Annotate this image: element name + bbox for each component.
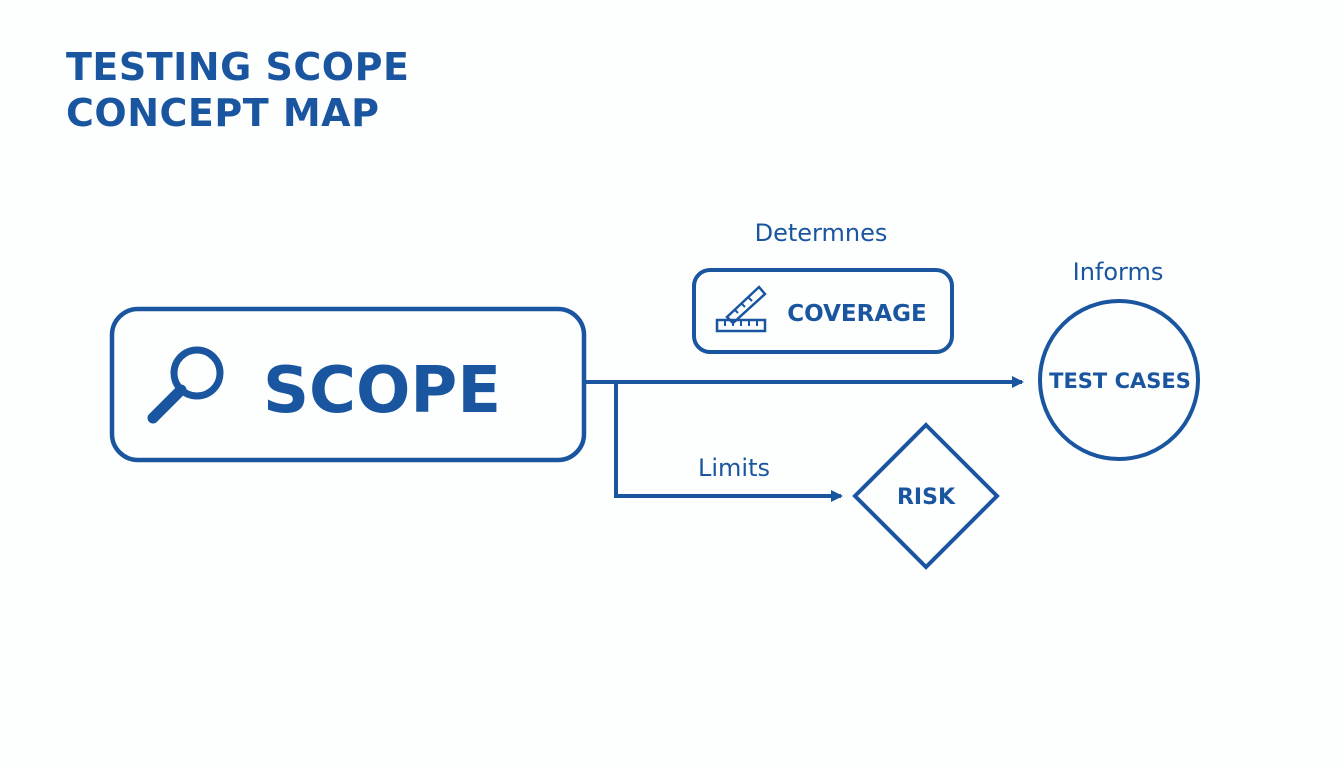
- node-coverage: COVERAGE: [692, 268, 954, 354]
- node-scope: SCOPE: [109, 306, 587, 463]
- ruler-set-square-icon: [715, 285, 767, 333]
- node-test-cases-label: TEST CASES: [1049, 369, 1191, 393]
- node-risk-label: RISK: [897, 485, 956, 510]
- node-coverage-label: COVERAGE: [787, 301, 926, 327]
- magnifier-icon: [147, 346, 224, 424]
- page-title-line-2: CONCEPT MAP: [66, 91, 380, 135]
- node-risk: RISK: [852, 422, 1000, 570]
- edge-label-informs: Informs: [1073, 258, 1164, 286]
- edge-label-determines: Determnes: [755, 219, 888, 247]
- node-test-cases: TEST CASES: [1038, 299, 1200, 461]
- page-title: TESTING SCOPE CONCEPT MAP: [66, 44, 409, 136]
- page-title-line-1: TESTING SCOPE: [66, 45, 410, 89]
- connector-scope-to-risk: [614, 382, 843, 502]
- edge-label-limits: Limits: [698, 454, 770, 482]
- node-scope-label: SCOPE: [263, 354, 501, 428]
